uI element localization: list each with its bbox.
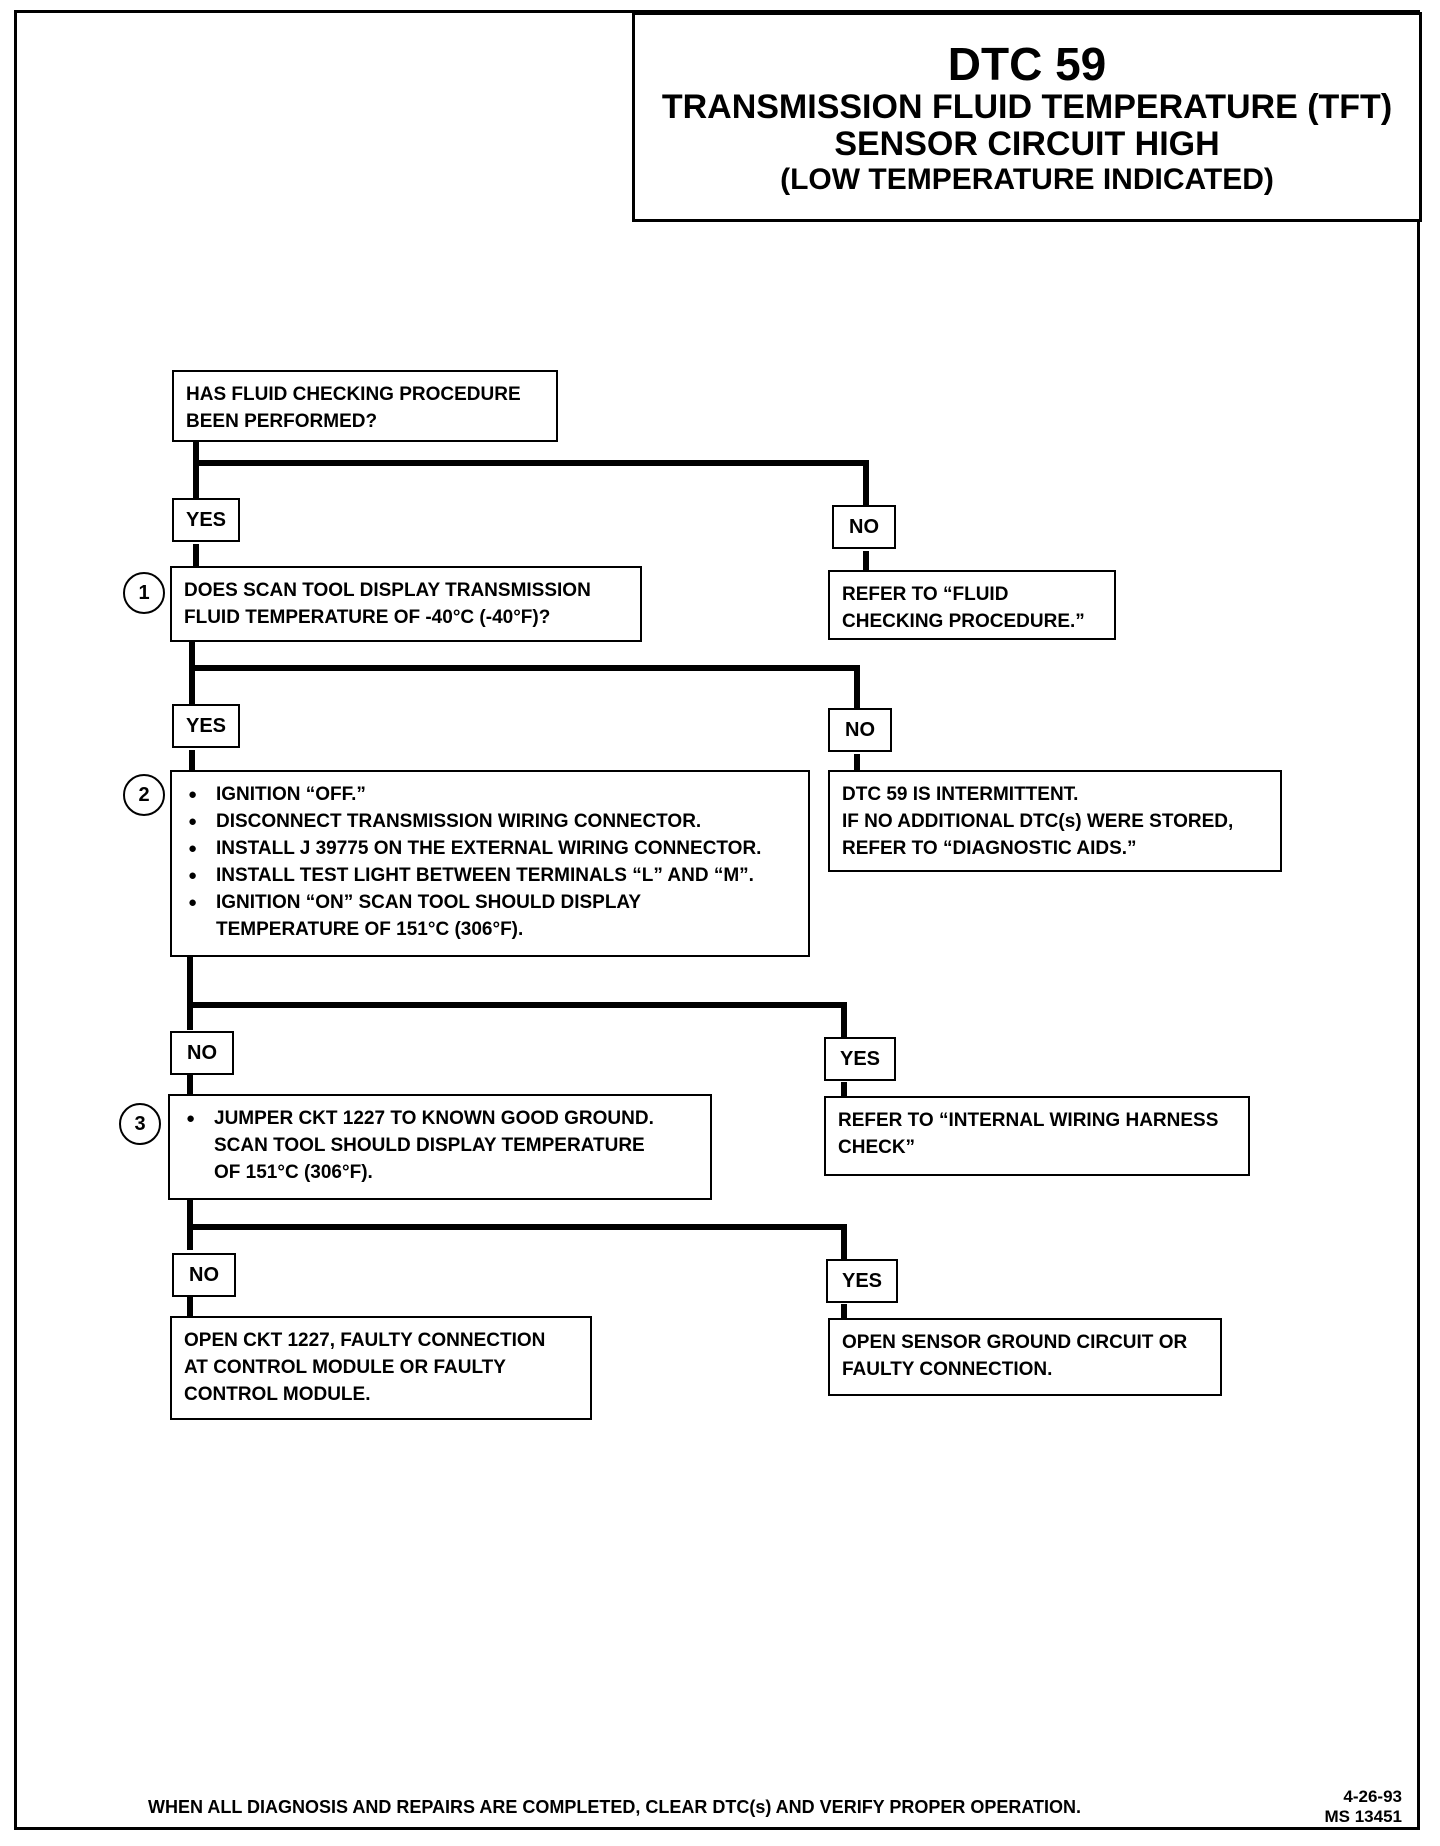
- doc-stamp: 4-26-93 MS 13451: [1298, 1787, 1403, 1827]
- open-sensor-box: OPEN SENSOR GROUND CIRCUIT OR FAULTY CON…: [828, 1318, 1222, 1396]
- no-label: NO: [170, 1031, 234, 1075]
- open-ckt-line-2: AT CONTROL MODULE OR FAULTY: [184, 1357, 506, 1378]
- yes-label: YES: [824, 1037, 896, 1081]
- no-label: NO: [828, 708, 892, 752]
- title-line-3: (LOW TEMPERATURE INDICATED): [780, 163, 1274, 196]
- open-sensor-line-2: FAULTY CONNECTION.: [842, 1359, 1053, 1380]
- start-question-line-2: BEEN PERFORMED?: [186, 411, 378, 432]
- intermittent-line-2: IF NO ADDITIONAL DTC(s) WERE STORED,: [842, 811, 1234, 832]
- step-3-item: JUMPER CKT 1227 TO KNOWN GOOD GROUND.: [182, 1105, 698, 1132]
- step-2-marker: 2: [123, 774, 165, 816]
- no-label: NO: [832, 505, 896, 549]
- yes-label: YES: [172, 498, 240, 542]
- intermittent-box: DTC 59 IS INTERMITTENT. IF NO ADDITIONAL…: [828, 770, 1282, 872]
- step-2-item: IGNITION “OFF.”: [184, 781, 796, 808]
- step-2-item: IGNITION “ON” SCAN TOOL SHOULD DISPLAY: [184, 889, 796, 916]
- step-1-question-box: DOES SCAN TOOL DISPLAY TRANSMISSION FLUI…: [170, 566, 642, 642]
- title-line-1: TRANSMISSION FLUID TEMPERATURE (TFT): [661, 88, 1393, 126]
- refer-harness-line-1: REFER TO “INTERNAL WIRING HARNESS: [838, 1110, 1219, 1131]
- step-1-line-2: FLUID TEMPERATURE OF -40°C (-40°F)?: [184, 607, 551, 628]
- step-2-action-box: IGNITION “OFF.” DISCONNECT TRANSMISSION …: [170, 770, 810, 957]
- step-3-marker: 3: [119, 1103, 161, 1145]
- refer-harness-line-2: CHECK”: [838, 1137, 916, 1158]
- open-ckt-line-1: OPEN CKT 1227, FAULTY CONNECTION: [184, 1330, 546, 1351]
- step-1-marker: 1: [123, 572, 165, 614]
- title-block: DTC 59 TRANSMISSION FLUID TEMPERATURE (T…: [632, 12, 1422, 222]
- refer-fluid-line-2: CHECKING PROCEDURE.”: [842, 611, 1085, 632]
- refer-harness-box: REFER TO “INTERNAL WIRING HARNESS CHECK”: [824, 1096, 1250, 1176]
- intermittent-line-3: REFER TO “DIAGNOSTIC AIDS.”: [842, 838, 1137, 859]
- step-2-item: INSTALL TEST LIGHT BETWEEN TERMINALS “L”…: [184, 862, 796, 889]
- step-3-line-3: OF 151°C (306°F).: [214, 1162, 373, 1183]
- yes-label: YES: [826, 1259, 898, 1303]
- step-3-action-box: JUMPER CKT 1227 TO KNOWN GOOD GROUND. SC…: [168, 1094, 712, 1200]
- start-question-box: HAS FLUID CHECKING PROCEDURE BEEN PERFOR…: [172, 370, 558, 442]
- refer-fluid-line-1: REFER TO “FLUID: [842, 584, 1009, 605]
- step-3-list: JUMPER CKT 1227 TO KNOWN GOOD GROUND.: [182, 1105, 698, 1132]
- footer-note: WHEN ALL DIAGNOSIS AND REPAIRS ARE COMPL…: [148, 1797, 1082, 1817]
- start-question-line-1: HAS FLUID CHECKING PROCEDURE: [186, 384, 521, 405]
- step-2-item: INSTALL J 39775 ON THE EXTERNAL WIRING C…: [184, 835, 796, 862]
- yes-label: YES: [172, 704, 240, 748]
- title-line-2: SENSOR CIRCUIT HIGH: [834, 125, 1220, 163]
- page-title: DTC 59: [947, 38, 1107, 90]
- doc-date: 4-26-93: [1343, 1787, 1402, 1806]
- step-2-list: IGNITION “OFF.” DISCONNECT TRANSMISSION …: [184, 781, 796, 916]
- open-sensor-line-1: OPEN SENSOR GROUND CIRCUIT OR: [842, 1332, 1188, 1353]
- step-2-continuation: TEMPERATURE OF 151°C (306°F).: [216, 919, 524, 940]
- open-ckt-box: OPEN CKT 1227, FAULTY CONNECTION AT CONT…: [170, 1316, 592, 1420]
- step-3-line-2: SCAN TOOL SHOULD DISPLAY TEMPERATURE: [214, 1135, 645, 1156]
- doc-code: MS 13451: [1324, 1807, 1403, 1826]
- no-label: NO: [172, 1253, 236, 1297]
- page-border: [14, 10, 1420, 1830]
- step-2-item: DISCONNECT TRANSMISSION WIRING CONNECTOR…: [184, 808, 796, 835]
- refer-fluid-box: REFER TO “FLUID CHECKING PROCEDURE.”: [828, 570, 1116, 640]
- step-1-line-1: DOES SCAN TOOL DISPLAY TRANSMISSION: [184, 580, 591, 601]
- open-ckt-line-3: CONTROL MODULE.: [184, 1384, 371, 1405]
- intermittent-line-1: DTC 59 IS INTERMITTENT.: [842, 784, 1079, 805]
